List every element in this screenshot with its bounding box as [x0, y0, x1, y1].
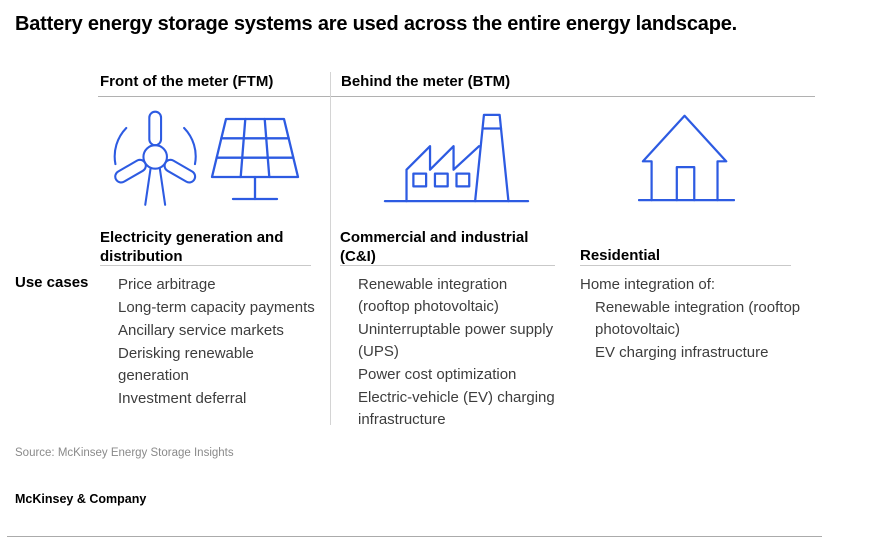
solar-panel-icon: [210, 117, 300, 203]
ftm-btm-divider: [330, 72, 331, 425]
section-header-btm: Behind the meter (BTM): [341, 73, 511, 90]
list-item: Renewable integration (rooftop photovolt…: [358, 276, 508, 315]
list-item: Long-term capacity payments: [118, 299, 315, 316]
heading-underline: [100, 265, 311, 266]
list-item: Uninterruptable power supply (UPS): [358, 321, 554, 360]
header-rule: [98, 96, 815, 97]
heading-underline: [580, 265, 791, 266]
list-item: Ancillary service markets: [118, 322, 284, 339]
use-case-list-ci: Renewable integration (rooftop photovolt…: [358, 274, 576, 432]
column-heading-residential: Residential: [580, 247, 661, 264]
list-item: Derisking renewable generation: [118, 345, 254, 384]
wind-turbine-icon: [110, 105, 204, 207]
list-item: EV charging infrastructure: [595, 344, 769, 361]
list-intro: Home integration of:: [580, 276, 716, 293]
use-cases-label: Use cases: [15, 274, 89, 291]
list-item: Investment deferral: [118, 390, 247, 407]
source-note: Source: McKinsey Energy Storage Insights: [15, 447, 234, 459]
column-heading-ci: Commercial and industrial (C&I): [340, 229, 529, 265]
use-case-list-generation: Price arbitrage Long-term capacity payme…: [118, 274, 330, 411]
list-item: Renewable integration (rooftop photovolt…: [595, 299, 801, 338]
list-item: Price arbitrage: [118, 276, 216, 293]
brand-logotype: McKinsey & Company: [15, 492, 147, 506]
footer-rule: [7, 536, 822, 537]
use-case-list-residential: Home integration of: Renewable integrati…: [580, 274, 812, 365]
page-title: Battery energy storage systems are used …: [15, 13, 738, 35]
list-item: Electric-vehicle (EV) charging infrastru…: [358, 389, 555, 428]
heading-underline: [340, 265, 555, 266]
column-heading-generation: Electricity generation and distribution: [100, 229, 284, 265]
list-item: Power cost optimization: [358, 366, 517, 383]
section-header-ftm: Front of the meter (FTM): [100, 73, 274, 90]
house-icon: [638, 108, 735, 203]
factory-icon: [383, 107, 530, 205]
